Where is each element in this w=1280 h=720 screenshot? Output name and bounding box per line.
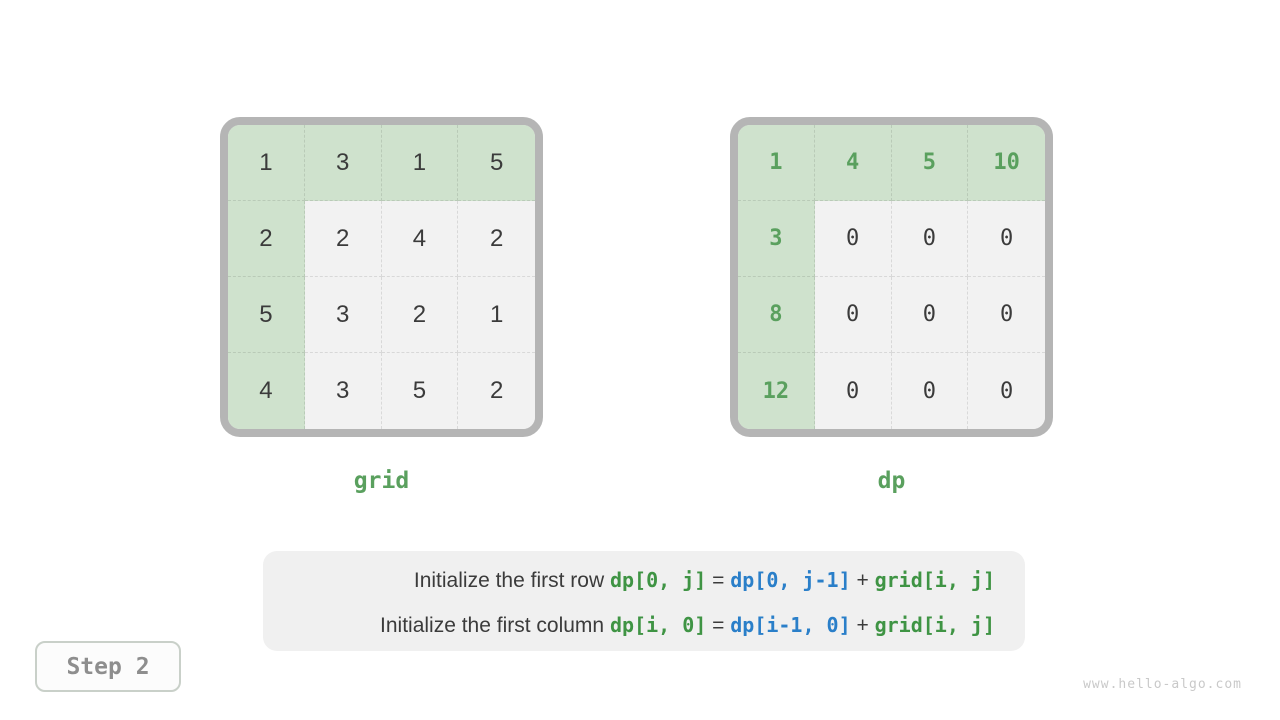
dp-cell-r2c3: 0 xyxy=(968,277,1045,353)
caption-box: Initialize the first row dp[0, j] = dp[0… xyxy=(263,551,1025,651)
grid-cell-r2c0: 5 xyxy=(228,277,305,353)
caption-text: + xyxy=(850,614,875,637)
grid-matrix-label: grid xyxy=(353,468,410,494)
step-badge: Step 2 xyxy=(35,641,181,692)
dp-cell-r0c1: 4 xyxy=(814,125,892,201)
dp-cell-r1c0: 3 xyxy=(738,201,815,277)
caption-text: Initialize the first column xyxy=(380,614,610,637)
grid-cell-r0c1: 3 xyxy=(304,125,382,201)
grid-cell-r3c0: 4 xyxy=(228,353,305,429)
dp-cell-r2c2: 0 xyxy=(891,277,969,353)
grid-cell-r3c1: 3 xyxy=(304,353,382,429)
watermark: www.hello-algo.com xyxy=(1083,677,1242,692)
dp-cell-r1c2: 0 xyxy=(891,201,969,277)
dp-cell-r0c2: 5 xyxy=(891,125,969,201)
dp-cell-r0c0: 1 xyxy=(738,125,815,201)
grid-cell-r0c2: 1 xyxy=(381,125,459,201)
grid-cell-r0c0: 1 xyxy=(228,125,305,201)
caption-line-first-row: Initialize the first row dp[0, j] = dp[0… xyxy=(263,558,995,603)
dp-cell-r1c1: 0 xyxy=(814,201,892,277)
grid-cell-r2c3: 1 xyxy=(458,277,535,353)
grid-cell-r2c2: 2 xyxy=(381,277,459,353)
dp-cell-r2c1: 0 xyxy=(814,277,892,353)
dp-matrix-label: dp xyxy=(877,468,906,494)
dp-cell-r3c0: 12 xyxy=(738,353,815,429)
caption-code-token: grid[i, j] xyxy=(874,613,995,637)
grid-cell-r1c3: 2 xyxy=(458,201,535,277)
caption-text: = xyxy=(706,614,731,637)
dp-cell-r3c2: 0 xyxy=(891,353,969,429)
grid-cell-r3c2: 5 xyxy=(381,353,459,429)
grid-cell-r0c3: 5 xyxy=(458,125,535,201)
dp-cell-r3c1: 0 xyxy=(814,353,892,429)
caption-code-token: grid[i, j] xyxy=(874,568,995,592)
caption-code-token: dp[i, 0] xyxy=(609,613,707,637)
grid-cell-r1c1: 2 xyxy=(304,201,382,277)
caption-line-first-column: Initialize the first column dp[i, 0] = d… xyxy=(263,603,995,648)
dp-cell-r3c3: 0 xyxy=(968,353,1045,429)
caption-text: Initialize the first row xyxy=(413,569,610,592)
caption-code-token: dp[i-1, 0] xyxy=(730,613,851,637)
grid-cell-r1c2: 4 xyxy=(381,201,459,277)
caption-code-token: dp[0, j-1] xyxy=(730,568,851,592)
dp-cell-r0c3: 10 xyxy=(968,125,1045,201)
caption-text: = xyxy=(706,569,731,592)
dp-cell-r2c0: 8 xyxy=(738,277,815,353)
caption-text: + xyxy=(850,569,875,592)
grid-cell-r2c1: 3 xyxy=(304,277,382,353)
grid-cell-r3c3: 2 xyxy=(458,353,535,429)
grid-cell-r1c0: 2 xyxy=(228,201,305,277)
step-badge-label: Step 2 xyxy=(66,653,150,680)
dp-cell-r1c3: 0 xyxy=(968,201,1045,277)
caption-code-token: dp[0, j] xyxy=(609,568,707,592)
